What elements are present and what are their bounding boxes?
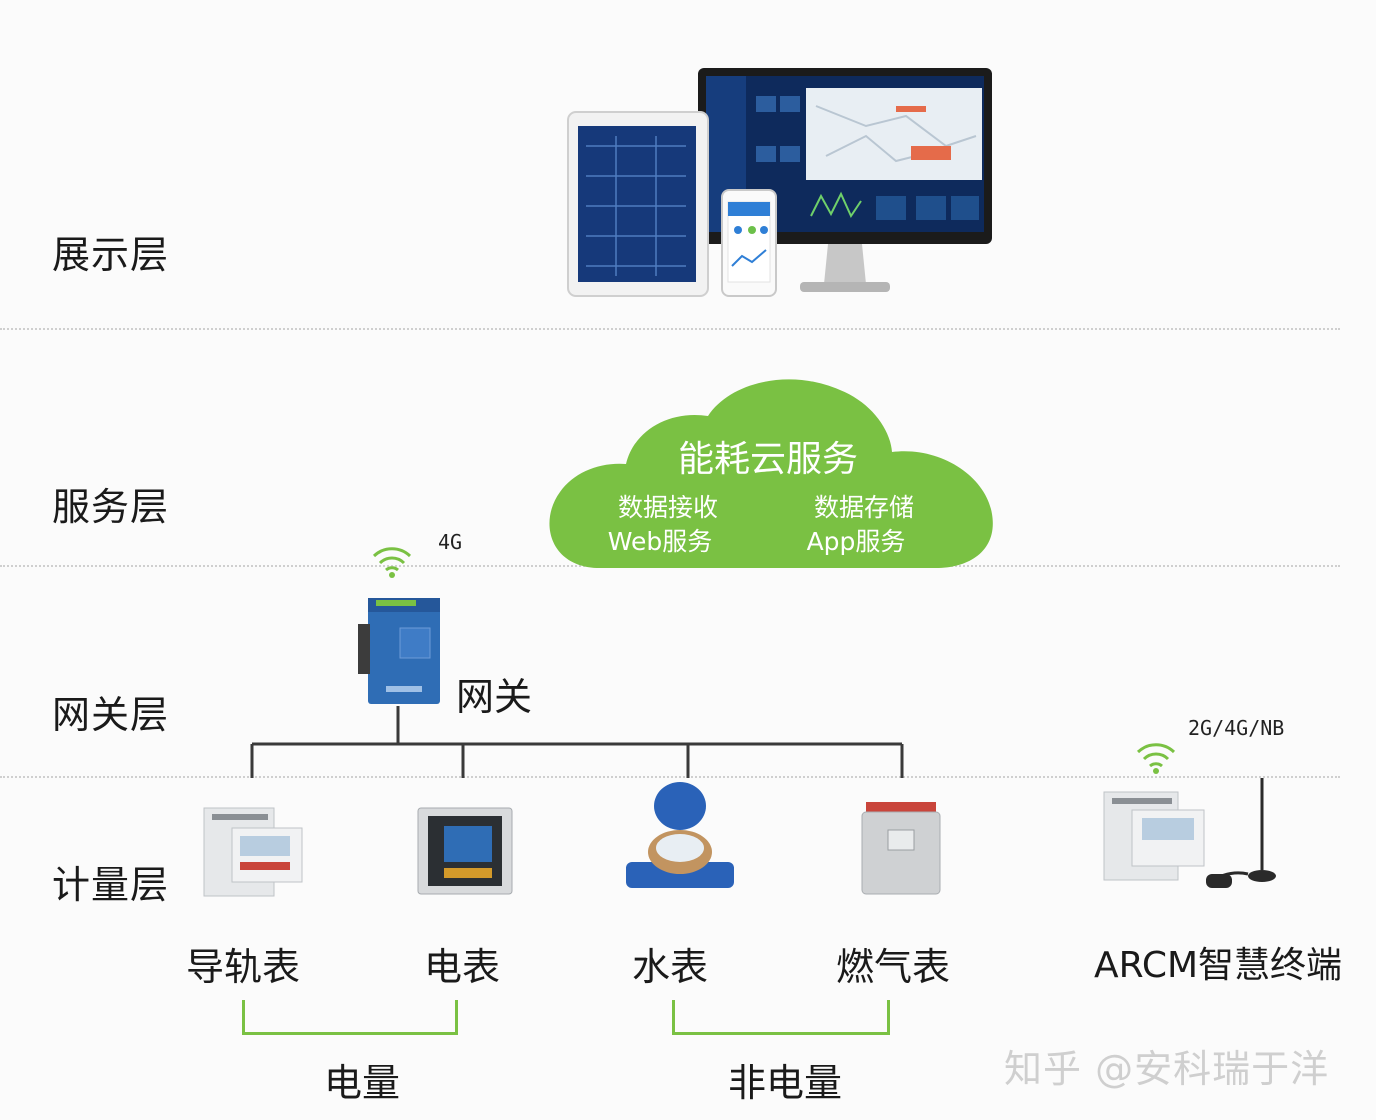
non-electric-group-bracket bbox=[672, 1000, 890, 1035]
non-electric-group-label: 非电量 bbox=[728, 1061, 843, 1105]
gateway-device-image bbox=[356, 594, 442, 706]
electric-group-bracket bbox=[242, 1000, 458, 1035]
gas-meter-image bbox=[860, 800, 942, 896]
layer-label-service: 服务层 bbox=[52, 485, 170, 529]
layer-label-presentation: 展示层 bbox=[52, 233, 170, 277]
power-meter-image bbox=[414, 804, 516, 896]
monitor-icon bbox=[698, 68, 992, 292]
phone-icon bbox=[721, 189, 777, 297]
water-meter-image bbox=[624, 778, 736, 904]
gateway-label: 网关 bbox=[456, 675, 533, 719]
cloud-item-web-service: Web服务 bbox=[607, 527, 713, 556]
electric-group-label: 电量 bbox=[324, 1061, 401, 1105]
cloud-item-data-receive: 数据接收 bbox=[617, 493, 718, 522]
cloud-item-app-service: App服务 bbox=[806, 527, 906, 556]
layer-divider bbox=[0, 328, 1340, 330]
rail-meter-image bbox=[202, 806, 304, 898]
gas-meter-label: 燃气表 bbox=[836, 945, 951, 989]
wifi-icon bbox=[1136, 740, 1176, 774]
wifi-icon bbox=[372, 544, 412, 578]
tablet-icon bbox=[567, 111, 709, 297]
cloud-service: 能耗云服务 数据接收 数据存储 Web服务 App服务 bbox=[540, 372, 996, 570]
arcm-network-label: 2G/4G/NB bbox=[1188, 716, 1285, 740]
layer-label-gateway: 网关层 bbox=[52, 693, 170, 737]
gateway-network-label: 4G bbox=[438, 530, 463, 554]
arcm-terminal-label: ARCM智慧终端 bbox=[1094, 945, 1343, 986]
rail-meter-label: 导轨表 bbox=[186, 945, 301, 989]
power-meter-label: 电表 bbox=[424, 945, 501, 989]
cloud-title: 能耗云服务 bbox=[677, 439, 858, 480]
watermark: 知乎 @安科瑞于洋 bbox=[1004, 1047, 1330, 1091]
layer-label-metering: 计量层 bbox=[52, 863, 170, 907]
arcm-terminal-image bbox=[1102, 774, 1282, 894]
display-devices-illustration bbox=[566, 66, 994, 300]
water-meter-label: 水表 bbox=[632, 945, 709, 989]
cloud-shape bbox=[549, 379, 993, 568]
layer-divider bbox=[0, 776, 1340, 778]
cloud-item-data-storage: 数据存储 bbox=[813, 493, 914, 522]
